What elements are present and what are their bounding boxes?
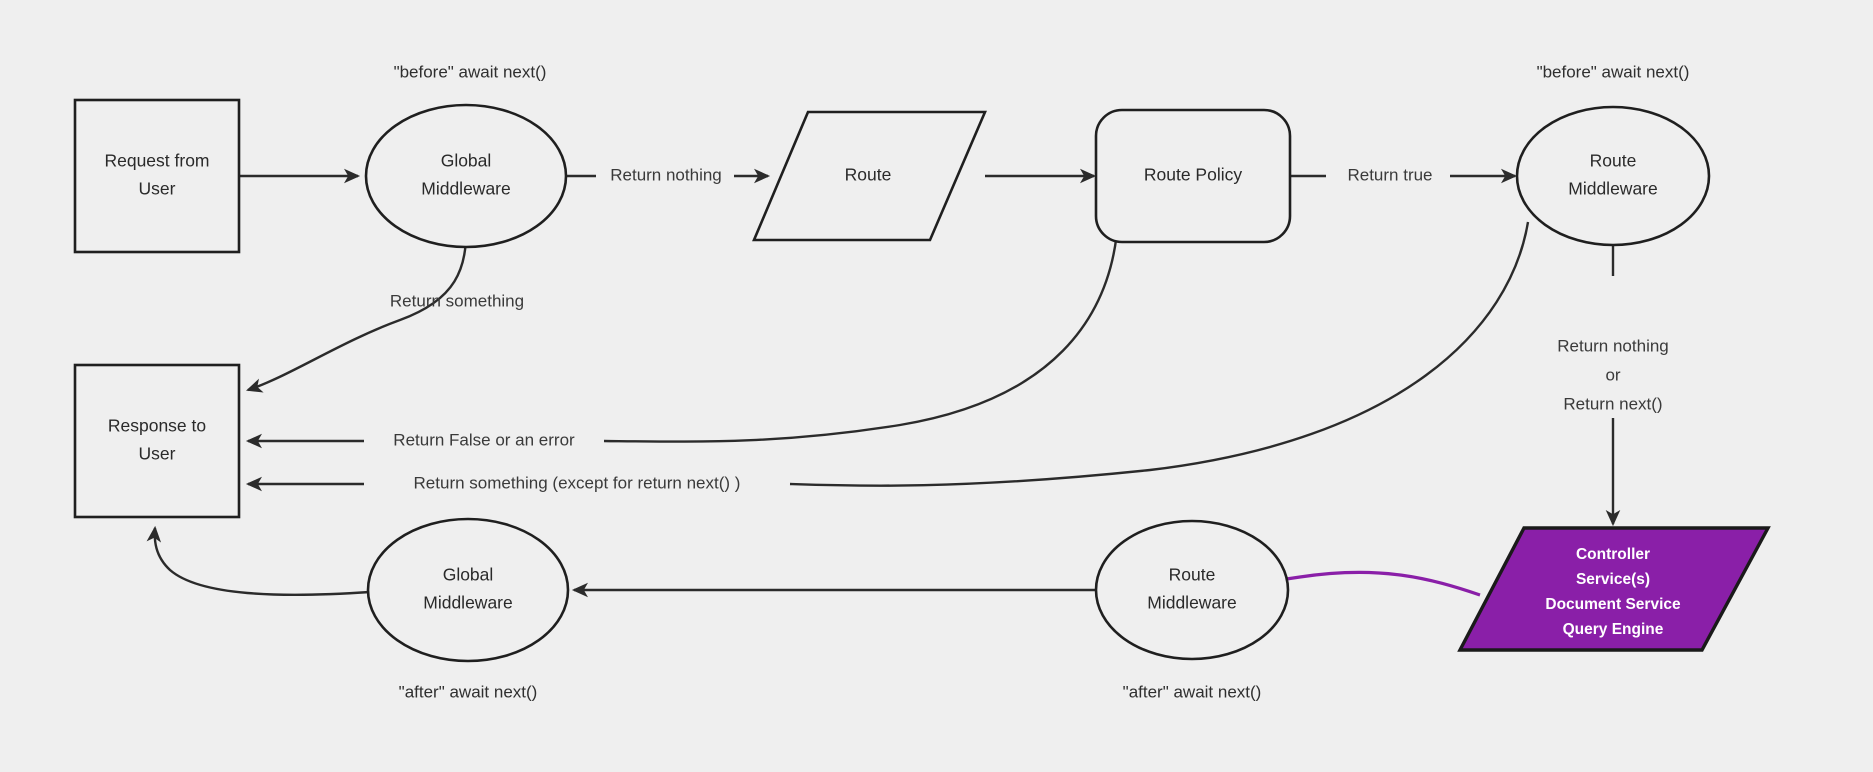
node-controller-services-line1: Controller: [1576, 546, 1650, 563]
edge-label-return-nothing-or-next-line1: Return nothing: [1557, 336, 1669, 355]
node-controller-services-line4: Query Engine: [1563, 621, 1664, 638]
edge-global-middleware-bottom-to-response: [146, 525, 371, 596]
edge-label-return-nothing-or-next-line3: Return next(): [1563, 394, 1662, 413]
node-global-middleware-bottom[interactable]: Global Middleware: [366, 517, 570, 663]
edge-label-return-nothing-or-next-line2: or: [1605, 365, 1620, 384]
annotation-before-await-next-global: "before" await next(): [394, 62, 547, 81]
node-route-middleware-top[interactable]: Route Middleware: [1515, 105, 1711, 247]
node-response-to-user[interactable]: Response to User: [73, 363, 241, 519]
node-response-to-user-line1: Response to: [108, 416, 206, 436]
node-route-policy[interactable]: Route Policy: [1094, 108, 1292, 244]
edge-label-return-something-except: Return something (except for return next…: [414, 473, 741, 492]
edge-label-return-nothing: Return nothing: [610, 165, 722, 184]
node-global-middleware-bottom-line1: Global: [443, 565, 494, 585]
node-request-from-user-line1: Request from: [104, 151, 209, 171]
annotation-before-await-next-route: "before" await next(): [1537, 62, 1690, 81]
edge-label-return-something: Return something: [390, 291, 524, 310]
edge-label-return-true: Return true: [1347, 165, 1432, 184]
node-controller-services[interactable]: Controller Service(s) Document Service Q…: [1457, 526, 1771, 652]
node-response-to-user-line2: User: [139, 444, 176, 464]
node-controller-services-line2: Service(s): [1576, 571, 1650, 588]
node-route-middleware-bottom[interactable]: Route Middleware: [1094, 519, 1290, 661]
node-route-label: Route: [845, 165, 892, 185]
node-route-middleware-top-line1: Route: [1590, 151, 1637, 171]
node-controller-services-line3: Document Service: [1545, 596, 1681, 613]
node-global-middleware-top[interactable]: Global Middleware: [364, 103, 568, 249]
node-global-middleware-top-line1: Global: [441, 151, 492, 171]
edge-global-middleware-return-something: [246, 221, 468, 393]
node-request-from-user[interactable]: Request from User: [73, 98, 241, 254]
edge-label-return-false-or-error: Return False or an error: [393, 430, 575, 449]
edge-route-middleware-return-something-except: [789, 221, 1530, 487]
node-route[interactable]: Route: [752, 110, 987, 242]
node-global-middleware-bottom-line2: Middleware: [423, 593, 512, 613]
annotation-after-await-next-global: "after" await next(): [399, 682, 538, 701]
node-route-middleware-bottom-line2: Middleware: [1147, 593, 1236, 613]
node-route-middleware-bottom-line1: Route: [1169, 565, 1216, 585]
node-request-from-user-line2: User: [139, 179, 176, 199]
node-route-policy-label: Route Policy: [1144, 165, 1242, 185]
node-global-middleware-top-line2: Middleware: [421, 179, 510, 199]
node-route-middleware-top-line2: Middleware: [1568, 179, 1657, 199]
edge-route-policy-return-false: [603, 219, 1120, 443]
annotation-after-await-next-route: "after" await next(): [1123, 682, 1262, 701]
